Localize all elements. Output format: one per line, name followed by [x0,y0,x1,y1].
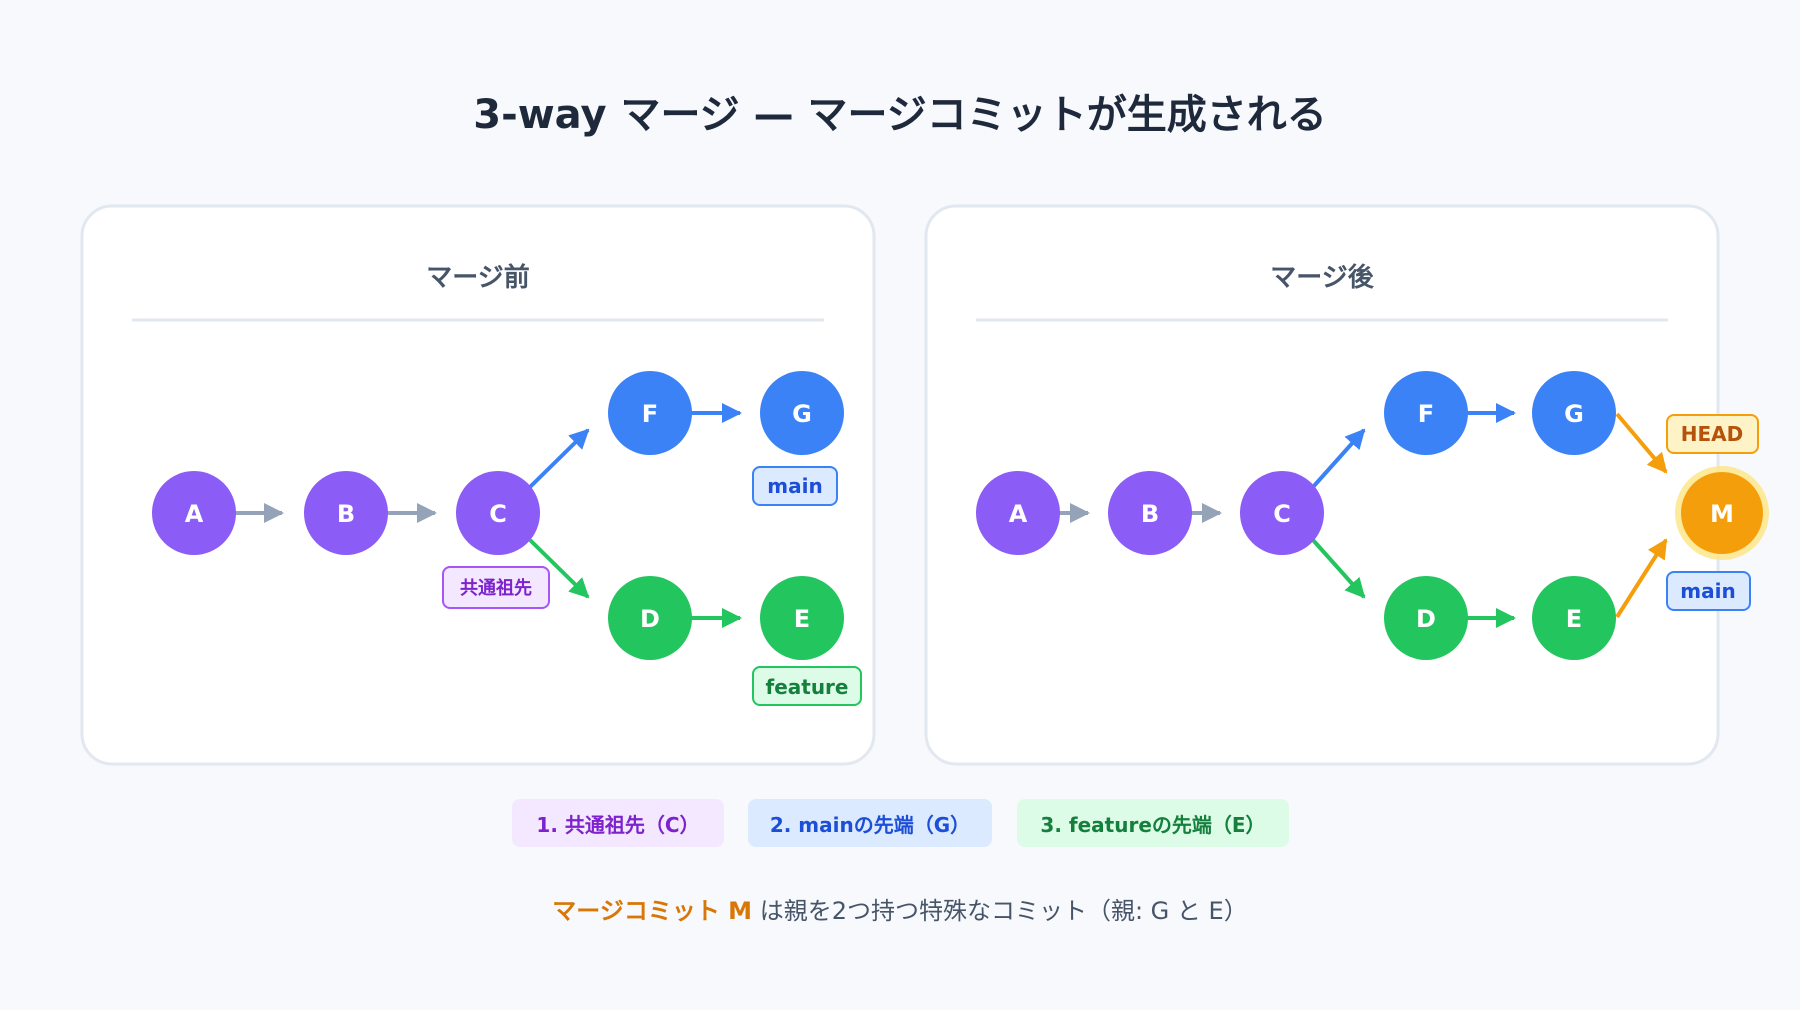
svg-text:feature: feature [766,675,849,699]
commit-e: E [760,576,844,660]
panel-before-title: マージ前 [426,262,529,293]
label-common-ancestor: 共通祖先 [442,566,550,609]
note-text: は親を2つ持つ特殊なコミット（親: G と E） [752,897,1248,925]
commit-c: C [1240,471,1324,555]
commit-b: B [1108,471,1192,555]
svg-text:G: G [1564,400,1584,428]
panel-before: マージ前 A B C F G D [80,204,876,766]
legend-feature-tip: 3. featureの先端（E） [1017,799,1289,847]
svg-text:E: E [1566,605,1582,633]
svg-text:C: C [489,500,507,528]
legend-common-ancestor: 1. 共通祖先（C） [512,799,724,847]
merge-commit-note: マージコミット M は親を2つ持つ特殊なコミット（親: G と E） [0,891,1800,926]
commit-e: E [1532,576,1616,660]
commit-a: A [152,471,236,555]
edge-e-m [1615,538,1668,619]
svg-text:B: B [1141,500,1159,528]
svg-text:D: D [1416,605,1436,633]
svg-text:共通祖先: 共通祖先 [460,577,532,599]
edge-g-m [1615,412,1668,474]
commit-g: G [760,371,844,455]
svg-text:B: B [337,500,355,528]
svg-text:A: A [185,500,204,528]
legend-main-tip: 2. mainの先端（G） [748,799,992,847]
edge-c-f [528,428,590,489]
label-main-branch: main [752,466,838,506]
note-emphasis: マージコミット M [552,897,753,925]
svg-text:D: D [640,605,660,633]
svg-text:C: C [1273,500,1291,528]
svg-text:HEAD: HEAD [1681,422,1743,446]
edge-c-d [1311,538,1366,599]
commit-d: D [608,576,692,660]
page-title: 3-way マージ — マージコミットが生成される [473,92,1327,138]
panel-after-title: マージ後 [1270,262,1374,293]
commit-c: C [456,471,540,555]
commit-f: F [1384,371,1468,455]
svg-text:main: main [767,474,822,498]
label-main-branch: main [1666,571,1751,611]
edge-c-d [528,538,590,599]
svg-text:A: A [1009,500,1028,528]
commit-g: G [1532,371,1616,455]
commit-d: D [1384,576,1468,660]
commit-m: M [1675,466,1769,560]
label-feature-branch: feature [752,666,862,706]
svg-text:E: E [794,605,810,633]
panel-after: マージ後 A B C F G [924,204,1769,766]
svg-text:G: G [792,400,812,428]
svg-text:F: F [1418,400,1434,428]
svg-text:M: M [1710,500,1734,528]
svg-text:F: F [642,400,658,428]
svg-text:main: main [1680,579,1735,603]
label-head: HEAD [1666,414,1759,454]
commit-b: B [304,471,388,555]
commit-f: F [608,371,692,455]
commit-a: A [976,471,1060,555]
edge-c-f [1311,428,1366,489]
